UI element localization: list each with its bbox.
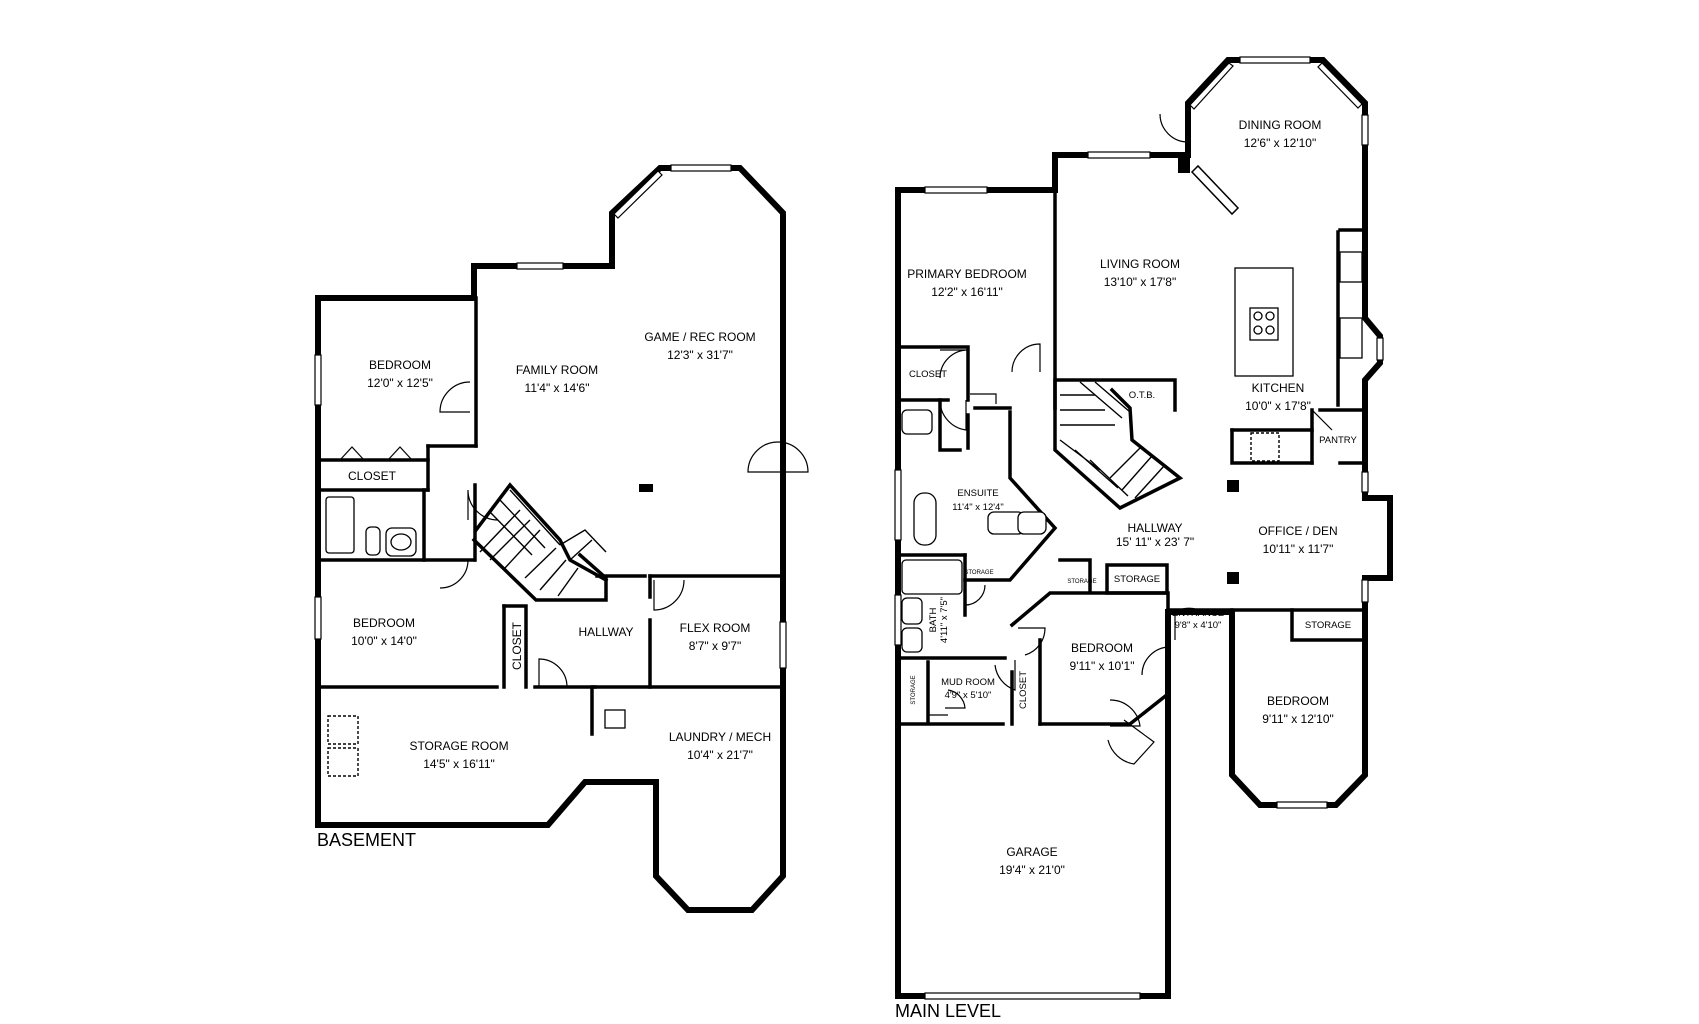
basement-hallway-name: HALLWAY (578, 625, 633, 639)
main-garage-name: GARAGE (1006, 845, 1057, 859)
main-level-plan: PRIMARY BEDROOM 12'2" x 16'11" CLOSET EN… (894, 56, 1393, 1021)
basement-exterior-wall (315, 165, 786, 913)
main-closet2-name: CLOSET (1018, 671, 1029, 709)
basement-doors (339, 381, 809, 688)
main-bedroom2-name: BEDROOM (1071, 641, 1133, 655)
main-ensuite-dims: 11'4" x 12'4" (952, 502, 1003, 513)
basement-laundry-dims: 10'4" x 21'7" (687, 748, 753, 762)
main-dining-name: DINING ROOM (1239, 118, 1322, 132)
main-floor-label: MAIN LEVEL (895, 1001, 1001, 1021)
main-bedroom3-name: BEDROOM (1267, 694, 1329, 708)
main-entrance-dims: 9'8" x 4'10" (1175, 620, 1222, 631)
main-storage-small2-name: STORAGE (964, 570, 993, 576)
main-bedroom3-dims: 9'11" x 12'10" (1262, 712, 1334, 726)
basement-bedroom1-name: BEDROOM (369, 358, 431, 372)
main-windows (894, 56, 1384, 1000)
main-mud-name: MUD ROOM (941, 677, 995, 688)
basement-bedroom2-dims: 10'0" x 14'0" (351, 634, 417, 648)
basement-bedroom2-name: BEDROOM (353, 616, 415, 630)
main-ensuite-name: ENSUITE (957, 488, 998, 499)
basement-plan: BEDROOM 12'0" x 12'5" FAMILY ROOM 11'4" … (314, 164, 809, 913)
main-doors (928, 113, 1333, 765)
basement-storage-dims: 14'5" x 16'11" (423, 757, 495, 771)
main-living-name: LIVING ROOM (1100, 257, 1180, 271)
basement-flex-name: FLEX ROOM (680, 621, 751, 635)
main-storage1-name: STORAGE (1114, 574, 1160, 585)
main-entrance-name: ENTRANCE (1172, 608, 1224, 619)
main-primary-name: PRIMARY BEDROOM (907, 267, 1027, 281)
main-mud-dims: 4'9" x 5'10" (945, 690, 992, 701)
basement-interior-walls (316, 296, 785, 736)
main-office-dims: 10'11" x 11'7" (1263, 542, 1334, 556)
main-bath-name: BATH (928, 608, 939, 633)
main-storage2-name: STORAGE (1305, 620, 1351, 631)
main-living-dims: 13'10" x 17'8" (1104, 275, 1177, 289)
main-fixtures (901, 155, 1363, 653)
main-hallway-dims: 15' 11" x 23' 7" (1116, 535, 1194, 549)
basement-storage-name: STORAGE ROOM (409, 739, 508, 753)
main-garage-dims: 19'4" x 21'0" (999, 863, 1065, 877)
basement-game-name: GAME / REC ROOM (644, 330, 755, 344)
basement-family-name: FAMILY ROOM (516, 363, 598, 377)
basement-game-dims: 12'3" x 31'7" (667, 348, 733, 362)
basement-fixtures (325, 484, 653, 777)
main-office-name: OFFICE / DEN (1258, 524, 1337, 538)
main-otb-name: O.T.B. (1129, 390, 1155, 401)
main-storage-vert-name: STORAGE (911, 675, 917, 704)
basement-stairs (473, 482, 609, 597)
basement-laundry-name: LAUNDRY / MECH (669, 730, 771, 744)
main-bath-dims: 4'11" x 7'5" (939, 597, 950, 643)
main-closet-name: CLOSET (909, 369, 947, 380)
main-kitchen-name: KITCHEN (1252, 381, 1305, 395)
main-pantry-name: PANTRY (1319, 435, 1357, 446)
main-dining-dims: 12'6" x 12'10" (1244, 136, 1317, 150)
basement-bedroom1-dims: 12'0" x 12'5" (367, 376, 433, 390)
main-storage-small1-name: STORAGE (1067, 579, 1096, 585)
basement-closet2-name: CLOSET (510, 621, 524, 670)
basement-closet1-name: CLOSET (348, 469, 397, 483)
main-kitchen-dims: 10'0" x 17'8" (1245, 399, 1311, 413)
basement-windows (314, 164, 787, 669)
basement-floor-label: BASEMENT (317, 830, 416, 850)
main-stairs (1053, 378, 1184, 511)
basement-flex-dims: 8'7" x 9'7" (689, 639, 741, 653)
main-primary-dims: 12'2" x 16'11" (931, 285, 1003, 299)
main-bedroom2-dims: 9'11" x 10'1" (1070, 659, 1135, 673)
main-interior-walls (896, 188, 1367, 726)
basement-family-dims: 11'4" x 14'6" (525, 381, 590, 395)
main-hallway-name: HALLWAY (1127, 521, 1182, 535)
